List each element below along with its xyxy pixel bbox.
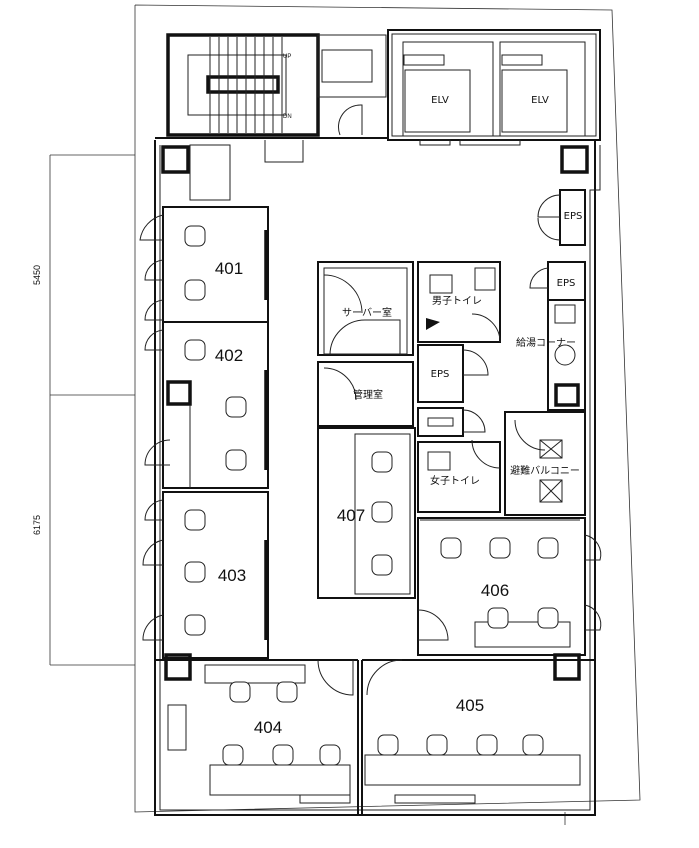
chair: [537, 537, 559, 559]
chair: [225, 396, 247, 418]
chair: [476, 734, 498, 756]
elevator-core: [387, 29, 601, 146]
management-room-label: 管理室: [353, 388, 383, 401]
chair: [371, 554, 393, 576]
room-404-label: 404: [254, 718, 282, 737]
eps-right-top-label: EPS: [564, 211, 583, 222]
chair: [222, 744, 244, 766]
evacuation-balcony-label: 避難バルコニー: [510, 464, 580, 477]
chair: [184, 339, 206, 361]
chair: [489, 537, 511, 559]
mens-toilet-label: 男子トイレ: [432, 295, 482, 307]
chair: [371, 451, 393, 473]
chair: [487, 607, 509, 629]
kitchenette-label: 給湯コーナー: [516, 336, 576, 349]
chairs: [184, 225, 559, 766]
server-room-label: サーバー室: [342, 306, 392, 319]
elevator-1-label: ELV: [431, 95, 449, 106]
stairwell: [166, 33, 387, 137]
site-boundary: [134, 4, 641, 813]
chair: [371, 501, 393, 523]
chair: [426, 734, 448, 756]
room-406: [417, 517, 602, 656]
chair: [225, 449, 247, 471]
chair: [272, 744, 294, 766]
dimension-lines: [49, 154, 135, 666]
room-403-label: 403: [218, 566, 246, 585]
chair: [184, 279, 206, 301]
womens-toilet-label: 女子トイレ: [430, 474, 480, 487]
chair: [184, 561, 206, 583]
stair-down-label: DN: [283, 114, 292, 120]
room-402-label: 402: [215, 346, 243, 365]
chair: [440, 537, 462, 559]
chair: [522, 734, 544, 756]
eps-right-label: EPS: [557, 278, 576, 289]
chair: [377, 734, 399, 756]
room-406-label: 406: [481, 581, 509, 600]
room-401-label: 401: [215, 259, 243, 278]
dimension-upper: 5450: [32, 265, 42, 285]
chair: [229, 681, 251, 703]
chair: [184, 509, 206, 531]
chair: [184, 614, 206, 636]
chair: [537, 607, 559, 629]
bottom-offices: [155, 659, 595, 815]
dimension-lower: 6175: [32, 515, 42, 535]
stair-up-label: UP: [283, 54, 291, 60]
center-rooms: [317, 189, 586, 599]
left-offices: [139, 206, 269, 659]
room-407-label: 407: [337, 506, 365, 525]
eps-center-label: EPS: [431, 369, 450, 380]
chair: [319, 744, 341, 766]
chair: [276, 681, 298, 703]
room-405-label: 405: [456, 696, 484, 715]
chair: [184, 225, 206, 247]
elevator-2-label: ELV: [531, 95, 549, 106]
